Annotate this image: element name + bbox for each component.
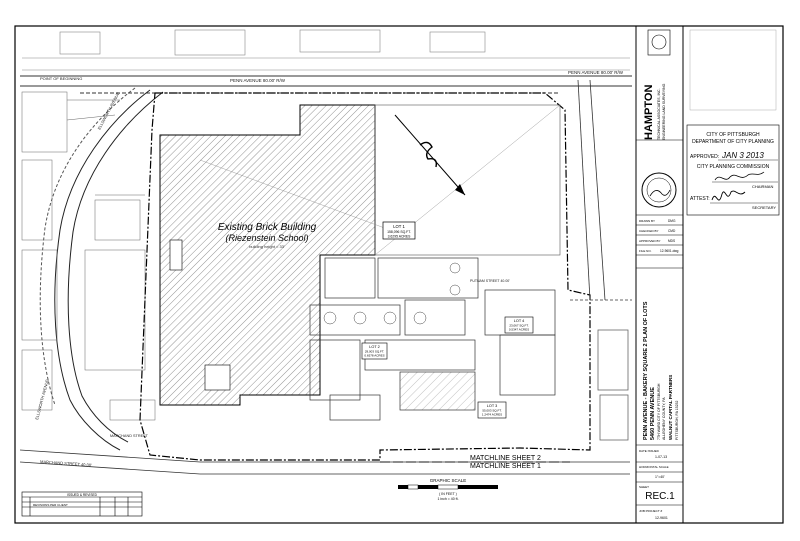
matchline-sheet-1: MATCHLINE SHEET 1 [470,463,541,470]
secretary-signature [711,190,746,201]
company-name: HAMPTON [643,85,655,140]
lot1-label-box [382,221,416,240]
approval-city: CITY OF PITTSBURGH [706,132,760,138]
revision-header: ISSUED & REVISED [67,493,97,497]
sheet-number: REC.1 [645,491,675,502]
project-title-4: ALLEGHENY COUNTY, PA [662,397,666,440]
lot2-name: LOT 2 [369,345,379,349]
street-label-penn-right: PENN AVENUE 80.00' R/W [568,70,624,75]
drawing-scale: 1"=40' [655,475,665,479]
building-height: building height = 33' [249,244,285,249]
drawn-by-caption: DRAWN BY [639,219,655,223]
job-number: 12-9601 [655,516,668,520]
planning-commission: CITY PLANNING COMMISSION [697,164,770,170]
approval-block [686,124,780,216]
lot2-label-box [361,342,388,360]
middle-structures [309,257,556,421]
lot1-name: LOT 1 [393,224,405,229]
lot4-name: LOT 4 [514,319,524,323]
sheet-border [14,25,784,524]
company-sub2: ENGINEERING LAND SURVEYING [662,83,666,140]
lot3-name: LOT 3 [487,404,497,408]
riezenstein-school-building [159,104,376,406]
matchline-sheet-2: MATCHLINE SHEET 2 [470,455,541,462]
stamp-area [689,29,777,111]
penn-avenue [20,75,632,94]
street-label-marchand-right: MARCHAND STREET [110,434,149,438]
project-title-2: 5460 PENN AVENUE [650,387,656,440]
checked-by-caption: CHECKED BY [639,229,659,233]
sheet-caption: SHEET [639,485,649,489]
lot2-acres: 0.6578 ACRES [364,354,384,358]
engineer-seal [641,172,677,208]
lot1-acres: 3.6295 ACRES [388,235,412,239]
lot1-sqft: 158,096 SQ.FT. [387,230,411,234]
street-label-ellsworth-side: ELLSWORTH AVENUE [34,378,50,420]
graphic-scale [398,484,498,490]
graphic-scale-ratio: 1 inch = 40 ft. [437,497,458,501]
revision-row: REVISIONS PER CLIENT [33,503,68,507]
graphic-scale-title: GRAPHIC SCALE [430,478,467,483]
project-title-1: PENN AVENUE - BAKERY SQUARE 2 PLAN OF LO… [643,301,649,440]
client-address: PITTSBURGH, PA 15232 [675,401,679,440]
lot3-sqft: 55,003 SQ.FT. [482,409,502,413]
file-no-caption: FILE NO. [639,249,652,253]
building-title: Existing Brick Building [218,222,317,233]
lot4-acres: 0.5347 ACRES [509,328,529,332]
project-title-3: 7TH WARD CITY OF PITTSBURGH [657,383,661,440]
street-label-putnam: PUTNAM STREET 40.00' [470,279,510,283]
adjacent-buildings [22,29,630,71]
point-of-beginning: POINT OF BEGINNING [40,76,82,81]
approval-dept: DEPARTMENT OF CITY PLANNING [692,139,774,145]
approved-date: JAN 3 2013 [721,151,764,160]
lot3-acres: 1.2474 ACRES [482,413,502,417]
right-street [570,79,632,441]
drawn-by: DMG [668,219,676,223]
attest-label: ATTEST: [690,196,710,202]
file-no: 12-9601.dwg [660,249,679,253]
secretary-label: SECRETARY [752,205,776,210]
chairman-signature [714,171,765,181]
date-caption: DATE ISSUED [639,449,660,453]
checked-by: CMD [668,229,676,233]
lot2-sqft: 29,003 SQ.FT. [365,350,385,354]
title-block-frame [636,139,683,506]
open-lot [374,104,561,256]
street-label-penn: PENN AVENUE 80.00' R/W [230,78,286,83]
lot3-label-box [477,401,507,419]
revision-table [21,491,143,517]
company-sub: TECHNICAL ASSOCIATES, INC. [657,88,661,140]
approved-label: APPROVED: [690,154,719,160]
left-adjacent-lots [21,91,156,421]
property-boundary [139,92,591,461]
building-subtitle: (Riezenstein School) [225,233,308,243]
north-arrow [394,114,466,196]
street-label-marchand-left: MARCHAND STREET 40.00' [40,459,92,468]
approved-by-caption: APPROVED BY [639,239,661,243]
issue-date: 1-07-13 [655,455,667,459]
firm-logo [647,29,671,56]
lot4-sqft: 23,067 SQ.FT. [509,324,529,328]
lot4-label-box [504,316,534,334]
courts [323,262,461,325]
job-caption: JOB PROJECT # [639,509,662,513]
client-name: WALNUT CAPITAL PARTNERS [668,375,673,440]
graphic-scale-unit: ( IN FEET ) [439,492,457,496]
chairman-label: CHAIRMAN [752,184,773,189]
approved-by: MDS [668,239,675,243]
ellsworth-road [39,87,164,451]
scale-caption: HORIZONTAL SCALE [639,465,669,469]
street-label-ellsworth: ELLSWORTH AVENUE [96,91,120,131]
